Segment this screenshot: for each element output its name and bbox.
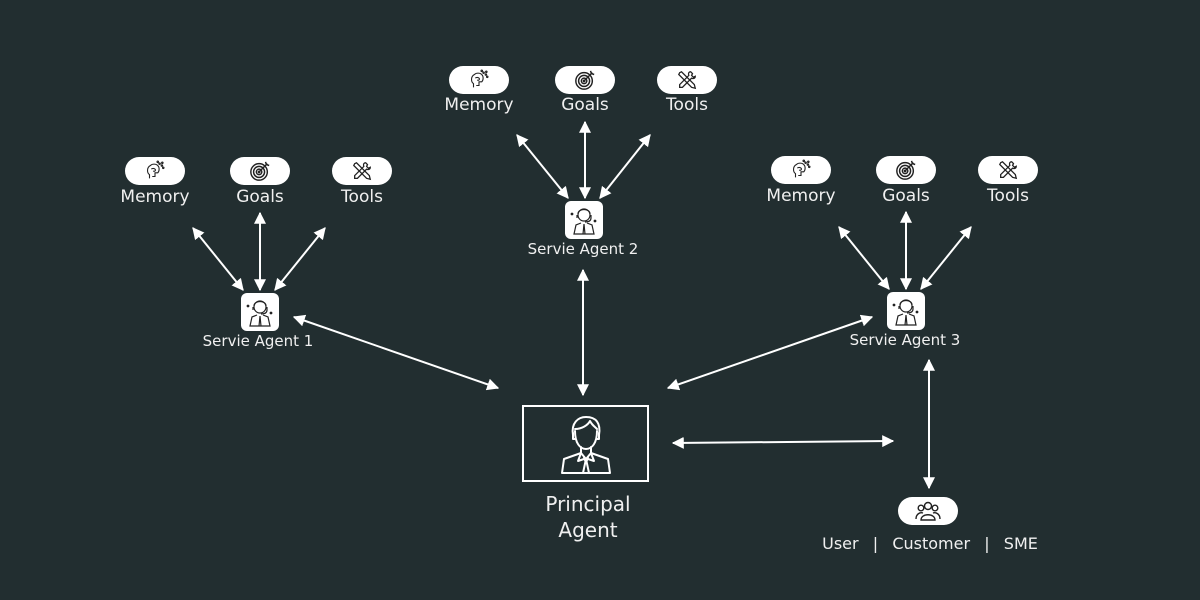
arrow-agent3-tools [920, 226, 972, 290]
agent1-goals-node[interactable] [230, 157, 290, 185]
brain-gears-icon [147, 160, 165, 179]
agent1-memory-node[interactable] [125, 157, 185, 185]
arrow-agent2-memory [516, 134, 569, 199]
principal-label-line1: Principal [545, 492, 631, 516]
users-node[interactable] [898, 497, 958, 525]
agent2-goals-label: Goals [561, 95, 609, 115]
arrow-agent3-memory [838, 226, 890, 290]
agent3-tools-node[interactable] [978, 156, 1038, 184]
agent1-tools-label: Tools [341, 187, 383, 207]
target-icon [250, 161, 270, 181]
brain-gears-icon [471, 69, 489, 88]
businessman-icon [560, 415, 611, 474]
agent2-tools-label: Tools [666, 95, 708, 115]
users-label: User | Customer | SME [822, 534, 1038, 553]
arrow-principal-agent1 [292, 314, 500, 391]
target-icon [575, 70, 595, 90]
agent2-goals-node[interactable] [555, 66, 615, 94]
support-agent-headset-icon [246, 300, 273, 327]
service-agent-3-label: Servie Agent 3 [849, 331, 961, 349]
agent2-memory-label: Memory [444, 95, 514, 115]
agent1-tools-node[interactable] [332, 157, 392, 185]
arrow-agent1-memory [192, 227, 244, 291]
brain-gears-icon [793, 159, 811, 178]
service-agent-3-node[interactable] [887, 292, 925, 330]
agent3-memory-node[interactable] [771, 156, 831, 184]
wrench-screwdriver-icon [352, 161, 372, 181]
arrow-agent1-tools [274, 227, 326, 291]
agent2-tools-node[interactable] [657, 66, 717, 94]
target-icon [896, 160, 916, 180]
principal-agent-box[interactable] [522, 405, 649, 482]
service-agent-2-node[interactable] [565, 201, 603, 239]
service-agent-1-label: Servie Agent 1 [202, 332, 314, 350]
agent3-tools-label: Tools [987, 186, 1029, 206]
agent1-goals-label: Goals [236, 187, 284, 207]
arrow-principal-users [671, 435, 895, 449]
agent3-goals-node[interactable] [876, 156, 936, 184]
arrow-agent2-tools [599, 134, 651, 199]
arrow-principal-agent3 [666, 314, 874, 391]
agent3-goals-label: Goals [882, 186, 930, 206]
service-agent-1-node[interactable] [241, 293, 279, 331]
support-agent-headset-icon [570, 208, 597, 235]
user-group-icon [915, 501, 941, 521]
support-agent-headset-icon [892, 299, 919, 326]
wrench-screwdriver-icon [677, 70, 697, 90]
wrench-screwdriver-icon [998, 160, 1018, 180]
agent1-memory-label: Memory [120, 187, 190, 207]
agent2-memory-node[interactable] [449, 66, 509, 94]
service-agent-2-label: Servie Agent 2 [527, 240, 639, 258]
principal-agent-label: Principal Agent [508, 491, 668, 543]
agent3-memory-label: Memory [766, 186, 836, 206]
principal-label-line2: Agent [558, 518, 618, 542]
